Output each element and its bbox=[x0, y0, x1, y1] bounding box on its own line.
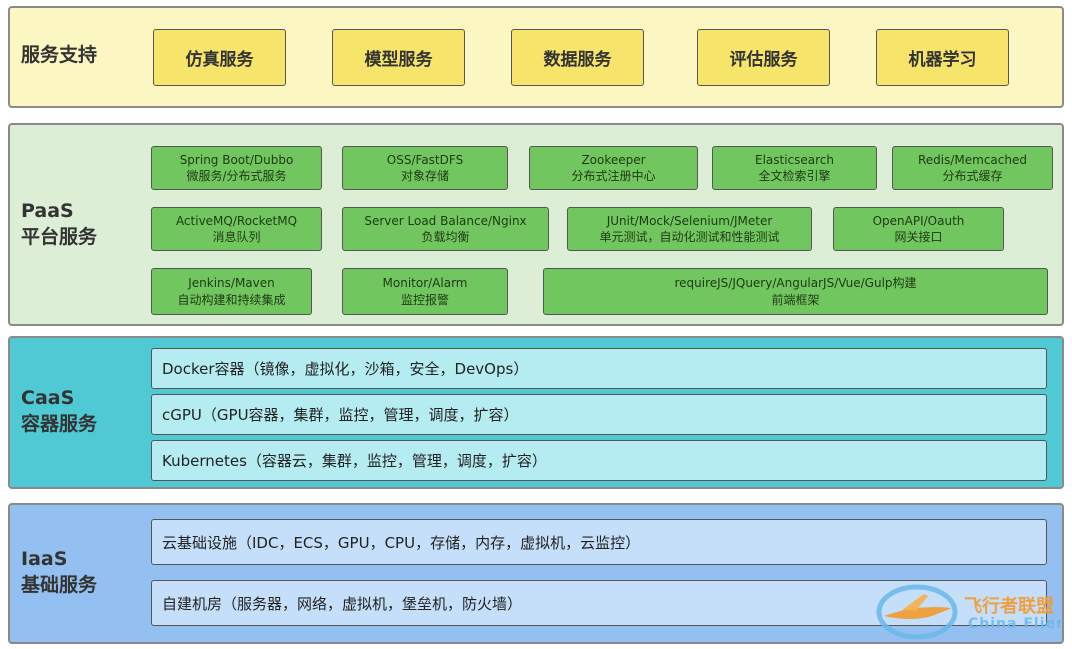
paas-item-desc: 对象存储 bbox=[400, 169, 449, 183]
paas-item-load-balance: Server Load Balance/Nginx 负载均衡 bbox=[342, 207, 549, 251]
caas-row-cgpu: cGPU（GPU容器，集群，监控，管理，调度，扩容） bbox=[151, 394, 1047, 435]
paas-item-desc: 消息队列 bbox=[212, 230, 261, 244]
paas-item-desc: 前端框架 bbox=[771, 292, 820, 307]
paas-item-name: OSS/FastDFS bbox=[386, 152, 464, 167]
paas-item-name: ActiveMQ/RocketMQ bbox=[175, 213, 298, 228]
paas-layer: PaaS 平台服务 Spring Boot/Dubbo 微服务/分布式服务 OS… bbox=[8, 123, 1064, 326]
paas-item-activemq: ActiveMQ/RocketMQ 消息队列 bbox=[151, 207, 322, 251]
paas-item-name: JUnit/Mock/Selenium/JMeter bbox=[606, 213, 773, 228]
paas-item-desc: 自动构建和持续集成 bbox=[177, 292, 286, 307]
iaas-title-line1: IaaS bbox=[21, 548, 68, 570]
caas-row-kubernetes: Kubernetes（容器云，集群，监控，管理，调度，扩容） bbox=[151, 440, 1047, 481]
paas-item-elasticsearch: Elasticsearch 全文检索引擎 bbox=[712, 146, 877, 190]
paas-item-name: Spring Boot/Dubbo bbox=[179, 152, 294, 167]
paas-item-redis: Redis/Memcached 分布式缓存 bbox=[892, 146, 1053, 190]
iaas-row-self-built: 自建机房（服务器，网络，虚拟机，堡垒机，防火墙） bbox=[151, 580, 1047, 626]
paas-item-name: Redis/Memcached bbox=[917, 152, 1027, 167]
paas-item-frontend: requireJS/JQuery/AngularJS/Vue/Gulp构建 前端… bbox=[543, 268, 1048, 315]
caas-row-docker: Docker容器（镜像，虚拟化，沙箱，安全，DevOps） bbox=[151, 348, 1047, 389]
paas-item-desc: 分布式缓存 bbox=[942, 169, 1003, 183]
iaas-row-cloud-infra: 云基础设施（IDC，ECS，GPU，CPU，存储，内存，虚拟机，云监控） bbox=[151, 519, 1047, 565]
paas-item-name: OpenAPI/Oauth bbox=[872, 213, 965, 228]
paas-item-name: Server Load Balance/Nginx bbox=[364, 213, 527, 228]
iaas-title-line2: 基础服务 bbox=[21, 573, 98, 596]
iaas-layer: IaaS 基础服务 云基础设施（IDC，ECS，GPU，CPU，存储，内存，虚拟… bbox=[8, 503, 1064, 644]
data-service-chip: 数据服务 bbox=[511, 29, 644, 86]
paas-item-name: Monitor/Alarm bbox=[382, 276, 468, 291]
watermark: 飞行者联盟 China Flier bbox=[872, 578, 1072, 644]
paas-item-desc: 分布式注册中心 bbox=[571, 169, 656, 183]
watermark-text-en: China Flier bbox=[968, 616, 1064, 632]
paas-title-line2: 平台服务 bbox=[21, 225, 98, 248]
paas-item-spring-boot: Spring Boot/Dubbo 微服务/分布式服务 bbox=[151, 146, 322, 190]
watermark-text-cn: 飞行者联盟 bbox=[964, 596, 1054, 617]
paas-title: PaaS 平台服务 bbox=[21, 199, 97, 250]
paas-item-oss: OSS/FastDFS 对象存储 bbox=[342, 146, 508, 190]
airplane-icon bbox=[876, 584, 958, 640]
paas-item-desc: 监控报警 bbox=[400, 292, 449, 307]
paas-item-name: requireJS/JQuery/AngularJS/Vue/Gulp构建 bbox=[674, 276, 917, 291]
paas-item-openapi: OpenAPI/Oauth 网关接口 bbox=[833, 207, 1004, 251]
service-support-title: 服务支持 bbox=[21, 44, 98, 66]
paas-item-name: Jenkins/Maven bbox=[188, 276, 275, 291]
iaas-title: IaaS 基础服务 bbox=[21, 547, 97, 598]
paas-item-junit: JUnit/Mock/Selenium/JMeter 单元测试，自动化测试和性能… bbox=[567, 207, 812, 251]
paas-item-jenkins: Jenkins/Maven 自动构建和持续集成 bbox=[151, 268, 312, 315]
paas-item-desc: 网关接口 bbox=[894, 230, 943, 244]
machine-learning-chip: 机器学习 bbox=[876, 29, 1009, 86]
model-service-chip: 模型服务 bbox=[332, 29, 465, 86]
paas-title-line1: PaaS bbox=[21, 200, 74, 222]
paas-item-desc: 微服务/分布式服务 bbox=[186, 169, 287, 183]
paas-item-name: Zookeeper bbox=[581, 152, 646, 167]
service-support-layer: 服务支持 仿真服务 模型服务 数据服务 评估服务 机器学习 bbox=[8, 6, 1064, 108]
caas-title: CaaS 容器服务 bbox=[21, 386, 97, 437]
caas-layer: CaaS 容器服务 Docker容器（镜像，虚拟化，沙箱，安全，DevOps） … bbox=[8, 336, 1064, 489]
paas-item-desc: 单元测试，自动化测试和性能测试 bbox=[599, 230, 780, 244]
paas-item-zookeeper: Zookeeper 分布式注册中心 bbox=[529, 146, 698, 190]
caas-title-line1: CaaS bbox=[21, 387, 75, 409]
paas-item-monitor: Monitor/Alarm 监控报警 bbox=[342, 268, 508, 315]
paas-item-name: Elasticsearch bbox=[754, 152, 835, 167]
paas-item-desc: 负载均衡 bbox=[421, 230, 470, 244]
caas-title-line2: 容器服务 bbox=[21, 412, 98, 435]
simulation-service-chip: 仿真服务 bbox=[153, 29, 286, 86]
paas-item-desc: 全文检索引擎 bbox=[758, 169, 831, 183]
evaluation-service-chip: 评估服务 bbox=[697, 29, 830, 86]
